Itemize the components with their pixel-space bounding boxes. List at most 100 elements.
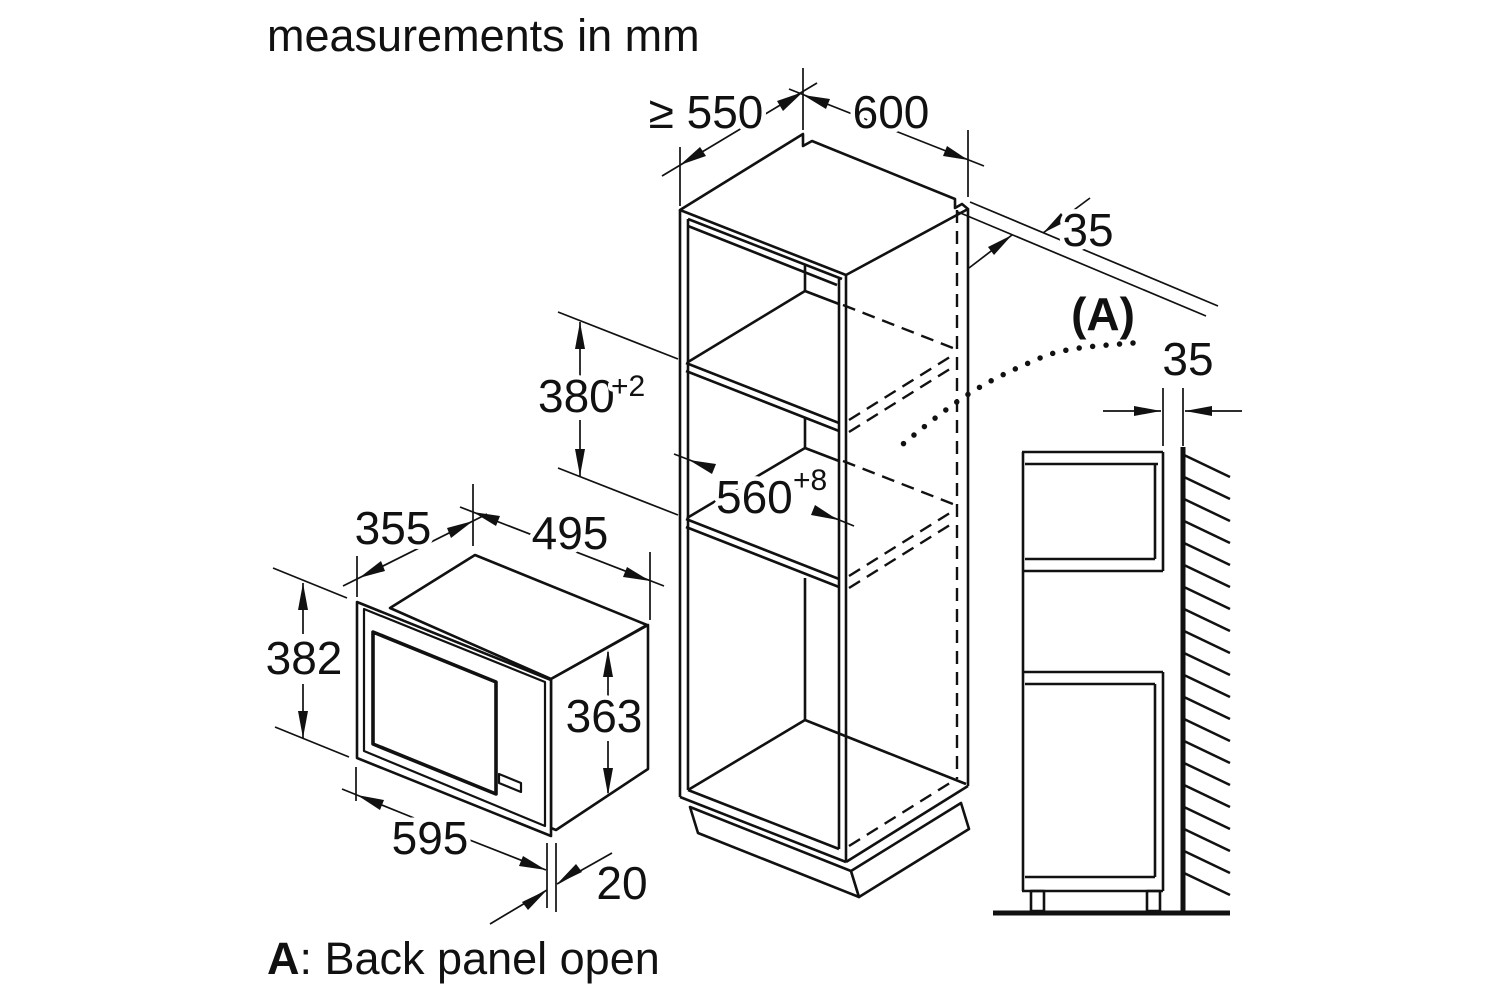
ext-line-35-inner <box>957 211 1207 317</box>
arrowhead <box>689 460 716 474</box>
cabinet-isometric <box>678 132 971 899</box>
cabinet-plinth-front <box>688 805 861 899</box>
arrowhead <box>522 890 547 910</box>
dim-appliance-body-width: 495 <box>532 507 609 559</box>
cabinet-inner-top-edge-2 <box>687 224 838 287</box>
wall-hatch-line <box>1183 761 1231 787</box>
arrowhead <box>359 561 385 578</box>
wall-hatch-line <box>1183 651 1231 677</box>
cabinet-plinth-side <box>849 801 971 899</box>
shelf-upper-depth-edge <box>687 289 806 364</box>
dim-wall-clearance: 35 <box>1162 333 1213 385</box>
wall-hatch-line <box>1183 717 1231 743</box>
ext-line-382-lower <box>274 726 350 758</box>
hidden-shelf-upper-edge-a <box>848 353 954 422</box>
cabinet-bottom-back-edge <box>804 718 967 786</box>
back-panel-ref-label: (A) <box>1071 288 1135 340</box>
ext-line-35-outer <box>969 201 1219 307</box>
dim-appliance-body-height: 363 <box>566 690 643 742</box>
shelf-upper-front-edge-2 <box>685 369 840 433</box>
ext-line-382-upper <box>272 567 348 599</box>
wall-hatch-line <box>1183 739 1231 765</box>
arrowhead <box>680 147 706 165</box>
arrowhead <box>623 567 650 581</box>
shelf-upper-back-edge <box>804 289 840 306</box>
dim-niche-height-tol: +2 <box>611 370 645 403</box>
side-foot-back <box>1145 889 1162 913</box>
wall-hatch-line <box>1183 805 1231 831</box>
arrowhead <box>1134 406 1161 416</box>
side-foot-front <box>1029 889 1046 913</box>
wall-hatch-line <box>1183 519 1231 545</box>
hidden-shelf-lower-edge-a <box>848 509 954 578</box>
arrowhead <box>811 505 838 520</box>
arrowhead <box>603 650 613 677</box>
dim-appliance-depth: 355 <box>355 502 432 554</box>
wall-hatch-line <box>1183 585 1231 611</box>
arrowhead <box>1185 406 1212 416</box>
microwave-dimensions: 355 495 382 363 595 <box>261 484 665 925</box>
hidden-shelf-upper-edge-b <box>848 365 954 434</box>
hidden-shelf-upper-back <box>842 303 954 350</box>
cabinet-side-view: 35 <box>993 329 1242 916</box>
arrowhead <box>575 449 585 476</box>
microwave-frame-front <box>355 600 553 838</box>
legend-text: : Back panel open <box>299 933 660 984</box>
cabinet-bottom-side-edge <box>845 784 969 864</box>
legend: A: Back panel open <box>267 933 660 985</box>
dim-cabinet-min-depth: ≥ 550 <box>649 86 764 138</box>
wall-hatch-line <box>1183 453 1231 479</box>
arrowhead <box>298 583 308 610</box>
arrowhead <box>943 146 968 160</box>
ext-line-380-upper <box>557 311 679 360</box>
microwave-display <box>497 772 523 794</box>
wall-hatching <box>1183 453 1231 897</box>
arrowhead <box>603 768 613 795</box>
cabinet-bottom-front-edge-outer <box>679 795 847 864</box>
hidden-shelf-lower-edge-b <box>848 521 954 590</box>
cabinet-dimensions: ≥ 550 600 35 (A) 380 +2 <box>534 68 1219 528</box>
dim-back-panel-offset: 35 <box>1062 204 1113 256</box>
microwave-frame-inner-lip <box>362 607 547 828</box>
hidden-shelf-lower-back <box>842 459 954 506</box>
shelf-lower-front-edge-2 <box>685 525 840 589</box>
cabinet-inner-top-edge <box>687 217 843 281</box>
cabinet-bottom-depth-edge <box>687 718 806 792</box>
arrowhead <box>298 711 308 738</box>
wall-hatch-line <box>1183 475 1231 501</box>
arrowhead <box>357 795 384 810</box>
ext-line-380-lower <box>557 467 679 516</box>
arrowhead <box>519 856 546 870</box>
shelf-upper-front-edge <box>685 361 840 425</box>
legend-key: A <box>267 933 300 984</box>
arrowhead <box>575 322 585 349</box>
dim-appliance-front-width: 595 <box>392 812 469 864</box>
dim-niche-width: 560 <box>716 471 793 523</box>
dim-niche-height: 380 <box>538 370 615 422</box>
cabinet-bottom-front-edge-inner <box>687 788 840 851</box>
arrowhead <box>557 864 582 884</box>
wall-hatch-line <box>1183 563 1231 589</box>
wall-hatch-line <box>1183 827 1231 853</box>
wall-hatch-line <box>1183 871 1231 897</box>
dotted-leader-line <box>894 340 1136 452</box>
wall-hatch-line <box>1183 849 1231 875</box>
wall-hatch-line <box>1183 541 1231 567</box>
microwave-door-window <box>371 630 498 796</box>
dim-frame-overhang: 20 <box>596 857 647 909</box>
arrowhead <box>988 235 1012 255</box>
dim-cabinet-width: 600 <box>853 86 930 138</box>
wall-hatch-line <box>1183 673 1231 699</box>
shelf-lower-front-edge <box>685 517 840 581</box>
dim-appliance-front-height: 382 <box>266 632 343 684</box>
page-title: measurements in mm <box>267 10 700 61</box>
arrowhead <box>1043 213 1067 233</box>
microwave-isometric <box>355 553 650 838</box>
arrowhead <box>803 95 830 109</box>
wall-hatch-line <box>1183 607 1231 633</box>
arrowhead <box>777 92 803 111</box>
dim-niche-width-tol: +8 <box>793 464 827 497</box>
arrowhead <box>473 512 500 526</box>
